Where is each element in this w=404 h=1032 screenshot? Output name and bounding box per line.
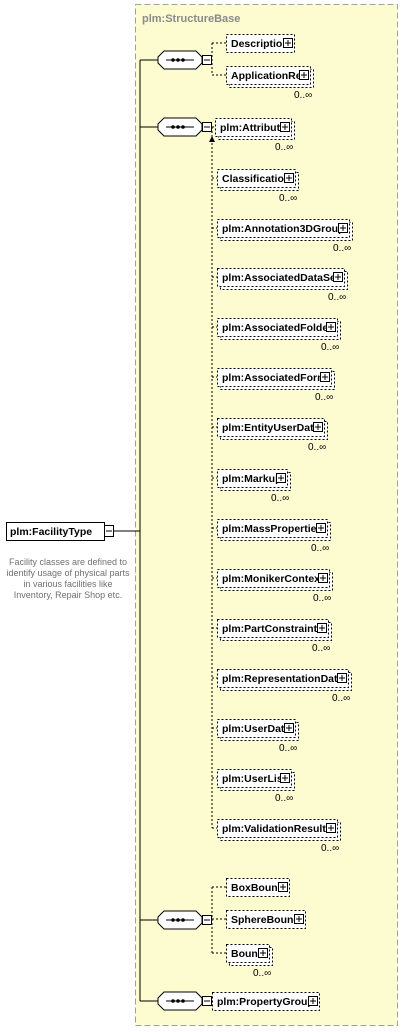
occurrence-label: 0..∞ [332,693,350,704]
occurrence-label: 0..∞ [308,442,326,453]
expand-icon[interactable] [326,823,336,833]
collapse-toggle-icon[interactable] [202,122,212,132]
element-markup[interactable]: plm:Markup 0..∞ [217,469,291,505]
element-label: BoxBound [231,882,284,894]
occurrence-label: 0..∞ [279,743,297,754]
element-attribute[interactable]: plm:Attribute 0..∞ [215,118,295,154]
collapse-toggle-icon[interactable] [202,996,212,1006]
element-associatedfolder[interactable]: plm:AssociatedFolder 0..∞ [217,318,341,354]
occurrence-label: 0..∞ [253,968,271,979]
expand-icon[interactable] [283,38,293,48]
expand-icon[interactable] [284,723,294,733]
element-massproperties[interactable]: plm:MassProperties 0..∞ [217,519,331,555]
expand-icon[interactable] [317,623,327,633]
element-label: plm:RepresentationData [222,673,344,685]
element-validationresults[interactable]: plm:ValidationResults 0..∞ [217,819,341,855]
occurrence-label: 0..∞ [333,243,351,254]
element-associatedform[interactable]: plm:AssociatedForm 0..∞ [217,368,335,404]
expand-icon[interactable] [316,523,326,533]
occurrence-label: 0..∞ [313,593,331,604]
occurrence-label: 0..∞ [311,543,329,554]
element-label: plm:Annotation3DGroup [222,223,344,235]
occurrence-label: 0..∞ [294,90,312,101]
occurrence-label: 0..∞ [315,392,333,403]
sequence-seq3[interactable] [157,910,212,930]
occurrence-label: 0..∞ [321,843,339,854]
element-label: plm:Attribute [220,122,286,134]
element-label: plm:MassProperties [222,523,323,535]
expand-icon[interactable] [258,948,268,958]
element-label: plm:AssociatedFolder [222,322,332,334]
element-partconstraints[interactable]: plm:PartConstraints 0..∞ [217,619,332,655]
collapse-toggle-icon[interactable] [202,55,212,65]
element-spherebound[interactable]: SphereBound [226,910,306,929]
element-userdata[interactable]: plm:UserData 0..∞ [217,719,299,755]
expand-icon[interactable] [284,173,294,183]
expand-icon[interactable] [326,322,336,332]
expand-icon[interactable] [320,372,330,382]
element-label: plm:PropertyGroup [217,996,314,1008]
element-label: plm:Markup [222,473,282,485]
element-label: plm:UserData [222,723,290,735]
element-label: plm:ValidationResults [222,823,332,835]
element-label: plm:PartConstraints [222,623,323,635]
root-annotation: Facility classes are defined to identify… [6,557,130,600]
element-label: plm:AssociatedForm [222,372,326,384]
element-associateddataset[interactable]: plm:AssociatedDataSet 0..∞ [217,268,348,304]
root-element[interactable]: plm:FacilityType [6,522,114,541]
occurrence-label: 0..∞ [279,193,297,204]
element-representationdata[interactable]: plm:RepresentationData 0..∞ [217,669,352,705]
element-label: plm:AssociatedDataSet [222,272,340,284]
expand-icon[interactable] [278,882,288,892]
element-applicationref[interactable]: ApplicationRef 0..∞ [226,66,314,102]
element-description[interactable]: Description [226,34,295,53]
element-label: Bound [231,948,264,960]
element-propertygroup[interactable]: plm:PropertyGroup [212,992,320,1011]
expand-icon[interactable] [337,673,347,683]
occurrence-label: 0..∞ [321,342,339,353]
expand-icon[interactable] [299,70,309,80]
element-label: Classification [222,173,290,185]
expand-icon[interactable] [280,773,290,783]
element-classification[interactable]: Classification 0..∞ [217,169,299,205]
element-boxbound[interactable]: BoxBound [226,878,290,897]
collapse-toggle-icon[interactable] [202,915,212,925]
sequence-seq2[interactable] [157,117,212,137]
root-element-label: plm:FacilityType [10,526,92,538]
sequence-seq4[interactable] [157,991,212,1011]
expand-icon[interactable] [313,422,323,432]
element-label: plm:EntityUserData [222,422,320,434]
expand-icon[interactable] [318,573,328,583]
expand-icon[interactable] [308,996,318,1006]
element-label: SphereBound [231,914,300,926]
element-label: plm:UserList [222,773,287,785]
occurrence-label: 0..∞ [328,292,346,303]
element-userlist[interactable]: plm:UserList 0..∞ [217,769,295,805]
element-annotation3dgroup[interactable]: plm:Annotation3DGroup 0..∞ [217,219,353,255]
occurrence-label: 0..∞ [312,643,330,654]
structure-base-group [135,4,398,1026]
element-monikercontext[interactable]: plm:MonikerContext 0..∞ [217,569,333,605]
element-label: ApplicationRef [231,70,306,82]
element-entityuserdata[interactable]: plm:EntityUserData 0..∞ [217,418,328,454]
expand-icon[interactable] [294,914,304,924]
element-label: Description [231,38,289,50]
occurrence-label: 0..∞ [271,493,289,504]
occurrence-label: 0..∞ [275,793,293,804]
group-label: plm:StructureBase [142,13,240,25]
expand-icon[interactable] [276,473,286,483]
occurrence-label: 0..∞ [275,142,293,153]
element-bound[interactable]: Bound 0..∞ [226,944,273,980]
expand-icon[interactable] [333,272,343,282]
expand-icon[interactable] [280,122,290,132]
expand-icon[interactable] [338,223,348,233]
sequence-seq1[interactable] [157,50,212,70]
element-label: plm:MonikerContext [222,573,324,585]
